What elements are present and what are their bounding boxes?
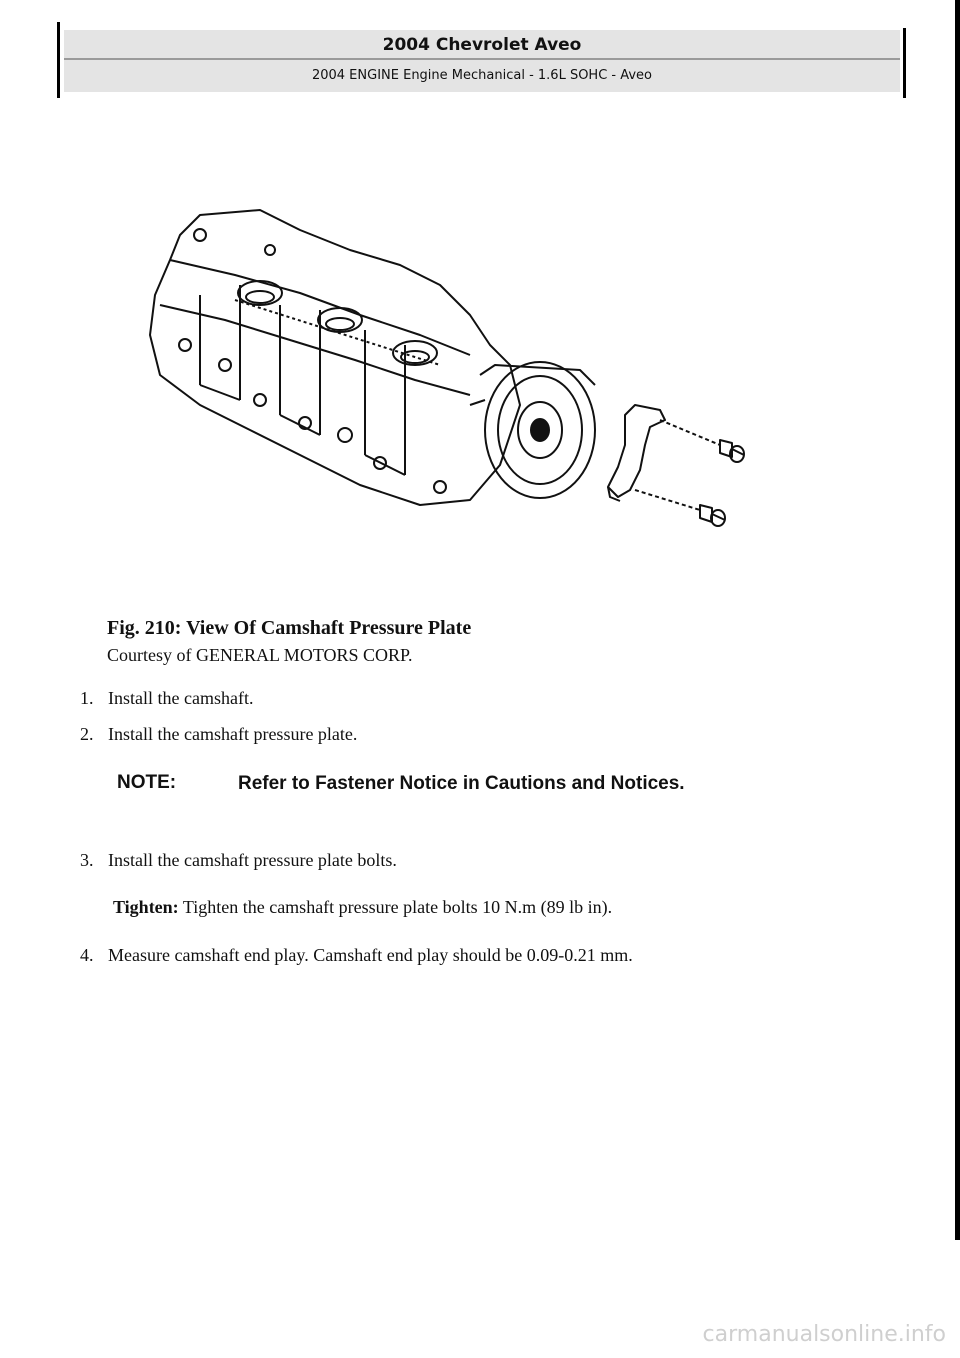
tighten-text: Tighten the camshaft pressure plate bolt… — [178, 897, 613, 917]
header-rule-left — [57, 22, 60, 98]
page-title: 2004 Chevrolet Aveo — [382, 35, 582, 55]
step-number: 2. — [80, 724, 94, 744]
note-text: Refer to Fastener Notice in Cautions and… — [238, 773, 685, 794]
header-banner — [64, 30, 900, 92]
step-number: 3. — [80, 850, 94, 870]
step-text: Install the camshaft. — [108, 688, 254, 708]
note-label: NOTE: — [117, 772, 177, 793]
header-rule-right — [903, 28, 906, 98]
step-text: Measure camshaft end play. Camshaft end … — [108, 945, 633, 965]
camshaft-pressure-plate-illustration — [149, 209, 745, 527]
step-number: 4. — [80, 945, 94, 965]
tighten-label: Tighten: — [113, 897, 179, 917]
page-edge-bar — [955, 0, 960, 1240]
figure-caption: Fig. 210: View Of Camshaft Pressure Plat… — [107, 617, 472, 639]
step-text: Install the camshaft pressure plate. — [108, 724, 358, 744]
step-number: 1. — [80, 688, 94, 708]
watermark: carmanualsonline.info — [702, 1322, 946, 1347]
header-divider — [64, 58, 900, 60]
figure-credit: Courtesy of GENERAL MOTORS CORP. — [107, 645, 413, 665]
page-subtitle: 2004 ENGINE Engine Mechanical - 1.6L SOH… — [311, 68, 653, 83]
step-text: Install the camshaft pressure plate bolt… — [108, 850, 397, 870]
tighten-instruction: Tighten: Tighten the camshaft pressure p… — [113, 897, 612, 918]
